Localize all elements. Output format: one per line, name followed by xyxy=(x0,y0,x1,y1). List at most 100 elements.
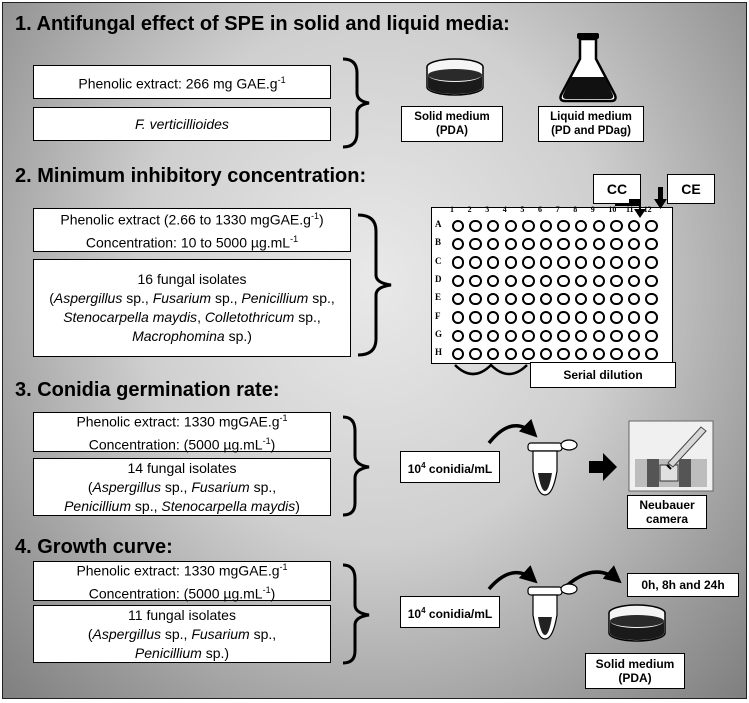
plate-well xyxy=(522,238,535,251)
plate-well xyxy=(592,293,605,306)
ce-label: CE xyxy=(667,174,715,204)
plate-well xyxy=(592,274,605,288)
block-arrow-icon xyxy=(589,453,617,481)
plate-well xyxy=(575,293,588,306)
plate-well xyxy=(610,311,623,324)
s4-conidia-label: 104 conidia/mL xyxy=(400,596,500,628)
plate-well xyxy=(539,293,553,306)
plate-well xyxy=(645,274,658,288)
plate-well xyxy=(504,238,517,251)
section-4-title: 4. Growth curve: xyxy=(15,536,173,558)
plate-row-label: B xyxy=(435,237,442,248)
ce-arrow-icon xyxy=(654,187,667,209)
plate-well xyxy=(539,256,553,269)
plate-col-label: 3 xyxy=(485,205,490,214)
plate-row-label: C xyxy=(435,255,442,266)
plate-row-label: H xyxy=(435,347,443,358)
s1-organism-box: F. verticillioides xyxy=(33,107,331,141)
plate-well xyxy=(592,256,605,269)
s3-conidia-label: 104 conidia/mL xyxy=(400,451,500,483)
plate-well xyxy=(522,274,535,288)
plate-well xyxy=(504,347,517,361)
section-2-title: 2. Minimum inhibitory concentration: xyxy=(15,165,367,187)
s3-brace xyxy=(342,415,370,517)
plate-well xyxy=(592,329,605,342)
plate-well xyxy=(627,219,641,233)
plate-well xyxy=(557,219,570,233)
plate-col-label: 9 xyxy=(590,205,595,214)
s1-extract-text: Phenolic extract: 266 mg GAE.g-1 xyxy=(78,74,286,92)
plate-well xyxy=(610,347,623,361)
plate-row-label: D xyxy=(435,273,442,284)
plate-well xyxy=(451,219,465,233)
s4-isolates-count: 11 fungal isolates xyxy=(128,606,236,623)
plate-well xyxy=(469,238,482,251)
section-1-title: 1. Antifungal effect of SPE in solid and… xyxy=(15,13,510,35)
s4-curved-arrow-2 xyxy=(559,565,622,593)
plate-col-label: 6 xyxy=(538,205,542,214)
s1-brace xyxy=(342,57,370,149)
s2-isolates-list: (Aspergillus sp., Fusarium sp., Penicill… xyxy=(49,290,335,344)
s4-curved-arrow-1 xyxy=(487,565,538,591)
plate-well xyxy=(645,256,658,269)
plate-well xyxy=(522,311,535,324)
plate-col-label: 5 xyxy=(520,205,525,214)
plate-well xyxy=(592,219,605,233)
s4-isolates-box: 11 fungal isolates (Aspergillus sp., Fus… xyxy=(33,605,331,663)
plate-col-label: 10 xyxy=(608,205,617,214)
plate-well xyxy=(539,311,553,324)
plate-well xyxy=(575,219,588,233)
plate-well xyxy=(487,293,500,306)
s3-concentration-text: Concentration: (5000 µg.mL-1) xyxy=(88,436,276,453)
s3-isolates-list-2: Penicillium sp., Stenocarpella maydis) xyxy=(64,497,300,514)
s2-isolates-box: 16 fungal isolates (Aspergillus sp., Fus… xyxy=(33,259,351,357)
plate-well xyxy=(469,311,482,324)
neubauer-chamber-icon xyxy=(628,420,714,492)
plate-well xyxy=(610,256,623,269)
plate-row-label: F xyxy=(435,310,441,321)
s3-extract-text: Phenolic extract: 1330 mgGAE.g-1 xyxy=(76,413,288,430)
plate-well xyxy=(610,329,623,342)
plate-well xyxy=(487,311,500,324)
plate-well xyxy=(504,219,517,233)
plate-col-label: 7 xyxy=(555,205,560,214)
s4-microtube-icon xyxy=(527,583,578,640)
plate-well xyxy=(487,347,500,361)
plate-well xyxy=(522,347,535,361)
plate-well xyxy=(487,219,500,233)
plate-well xyxy=(575,256,588,269)
s4-isolates-list: (Aspergillus sp., Fusarium sp., xyxy=(87,625,277,642)
plate-col-label: 2 xyxy=(467,205,472,214)
plate-well xyxy=(487,238,500,251)
plate-well xyxy=(592,347,605,361)
plate-well xyxy=(557,347,570,361)
plate-well xyxy=(575,274,588,288)
s1-organism-text: F. verticillioides xyxy=(135,115,229,132)
s2-concentration-text: Concentration: 10 to 5000 µg.mL-1 xyxy=(85,234,299,251)
s1-extract-box: Phenolic extract: 266 mg GAE.g-1 xyxy=(33,65,331,99)
s4-concentration-text: Concentration: (5000 µg.mL-1) xyxy=(88,585,276,602)
s3-isolates-list: (Aspergillus sp., Fusarium sp., xyxy=(87,478,277,495)
plate-well xyxy=(539,238,553,251)
petri-dish-icon xyxy=(426,58,484,96)
plate-well xyxy=(627,347,641,361)
plate-well xyxy=(557,329,570,342)
s4-petri-dish-icon xyxy=(608,604,666,642)
plate-well xyxy=(539,274,553,288)
plate-well xyxy=(645,329,658,342)
plate-well xyxy=(451,256,465,269)
s4-solid-medium-label: Solid medium(PDA) xyxy=(585,653,685,689)
erlenmeyer-flask-icon xyxy=(559,33,617,103)
plate-well xyxy=(469,219,482,233)
plate-well xyxy=(557,274,570,288)
plate-col-label: 11 xyxy=(626,205,634,214)
time-points-label: 0h, 8h and 24h xyxy=(627,573,739,597)
plate-well xyxy=(487,329,500,342)
s3-isolates-count: 14 fungal isolates xyxy=(127,459,237,476)
s2-extract-text: Phenolic extract (2.66 to 1330 mgGAE.g-1… xyxy=(60,211,324,228)
plate-well xyxy=(557,311,570,324)
plate-well xyxy=(522,329,535,342)
plate-row-label: E xyxy=(435,292,442,303)
s3-microtube-icon xyxy=(527,439,578,496)
s4-brace xyxy=(342,563,370,665)
